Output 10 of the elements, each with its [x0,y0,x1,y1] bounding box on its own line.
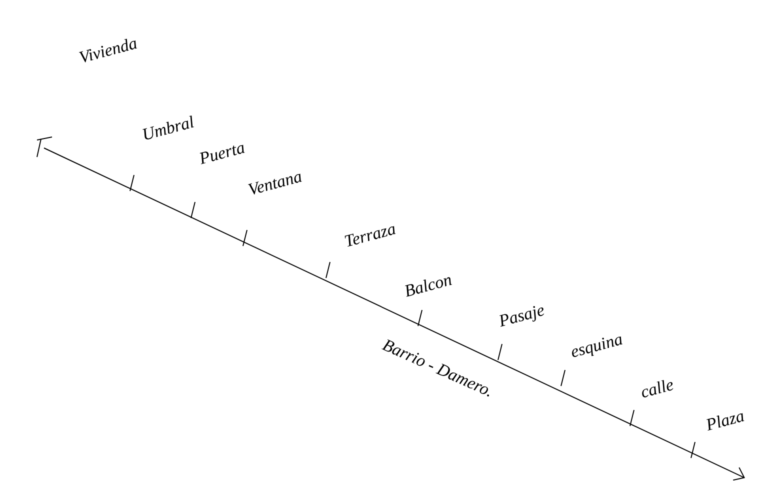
scale-label: calle [642,380,674,398]
scale-label: Plaza [706,413,744,431]
scale-label: Terraza [344,226,396,247]
scale-label: Pasaje [499,306,544,327]
scale-label: Vivienda [78,38,138,62]
scale-label: Balcon [405,277,452,297]
scale-label: Umbral [142,115,194,140]
scale-label: Ventana [248,174,302,194]
scale-label: esquina [572,336,622,357]
scale-label: Puerta [200,144,245,164]
